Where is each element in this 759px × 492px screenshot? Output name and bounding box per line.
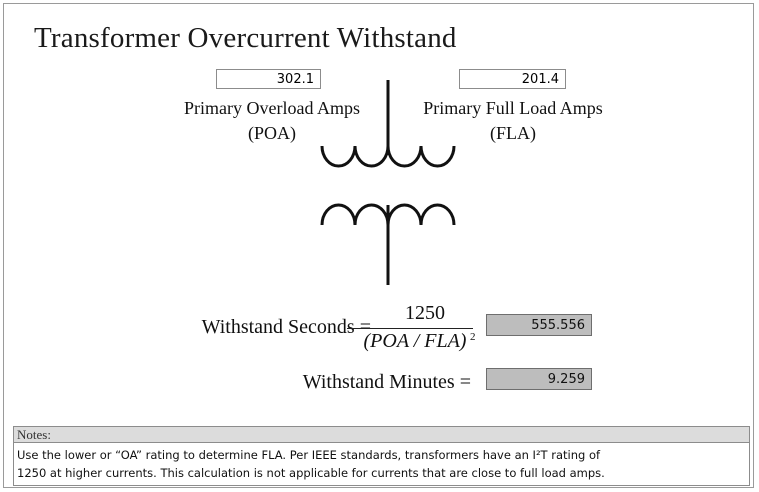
fla-abbreviation: (FLA) [490,123,536,143]
primary-overload-amps-input[interactable] [216,69,321,89]
page-title: Transformer Overcurrent Withstand [34,22,457,54]
formula-denominator: (POA / FLA) [363,330,467,352]
note-line-1: Use the lower or “OA” rating to determin… [17,448,601,462]
primary-full-load-amps-input[interactable] [459,69,566,89]
transformer-symbol-icon [320,80,456,285]
withstand-minutes-label: Withstand Minutes = [302,371,471,393]
notes-body: Use the lower or “OA” rating to determin… [13,442,750,486]
primary-overload-amps-label: Primary Overload Amps [184,98,360,118]
notes-header: Notes: [13,426,750,443]
fraction-bar [347,328,473,329]
poa-abbreviation: (POA) [248,123,296,143]
window-frame [3,3,754,488]
note-line-2: 1250 at higher currents. This calculatio… [17,466,605,480]
withstand-minutes-output: 9.259 [486,368,592,390]
primary-full-load-amps-label: Primary Full Load Amps [423,98,603,118]
formula-numerator: 1250 [405,302,445,324]
primary-winding [320,145,456,168]
formula-exponent: 2 [470,331,476,343]
withstand-seconds-label: Withstand Seconds = [201,316,371,338]
withstand-seconds-output: 555.556 [486,314,592,336]
